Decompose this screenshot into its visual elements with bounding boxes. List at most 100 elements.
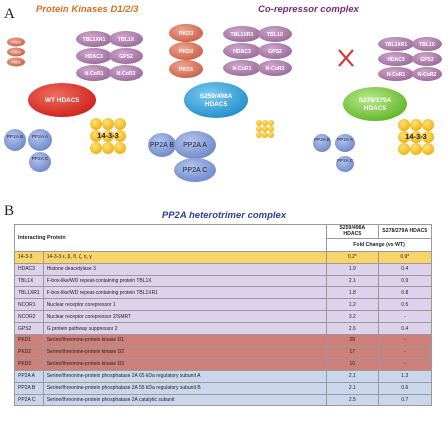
s278-hdac5-node — [343, 87, 407, 121]
svg-text:TBL1XR1: TBL1XR1 — [230, 32, 253, 38]
svg-text:S259/498A: S259/498A — [200, 93, 233, 100]
s259-complex: PKD3 PKD2 PKD1 TBL1XR1 TBL1X HDAC3 GPS2 … — [148, 24, 292, 182]
row-id-cell: NCOR1 — [14, 298, 44, 312]
row-name-cell: 14-3-3 ε, β, θ, ζ, η, γ — [42, 250, 328, 264]
row-s259-value: 2.6 — [326, 322, 379, 336]
pkd-stack-small: PKD3 PKD2 PKD1 — [7, 37, 25, 67]
protein-kinases-title: Protein Kinases D1/2/3 — [36, 4, 139, 15]
row-id-cell: 14-3-3 — [14, 250, 44, 264]
svg-text:PP2A A: PP2A A — [183, 142, 207, 149]
fold-change-header: Fold Change (vs WT) — [326, 237, 432, 252]
interaction-table: Interacting Protein S259/498A HDAC5 S278… — [13, 224, 433, 407]
corepressor-cluster: TBL1XR1 TBL1X HDAC3 GPS2 N-CoR1 N-CoR2 — [223, 26, 292, 76]
svg-text:14-3-3: 14-3-3 — [405, 132, 427, 141]
row-s278-value: 0.4 — [377, 262, 433, 276]
row-s259-value: 2.1 — [326, 274, 379, 288]
svg-text:TBL1X: TBL1X — [118, 37, 135, 43]
row-s259-value: 1.9 — [326, 262, 379, 276]
adapter-14-3-3-small — [256, 120, 274, 138]
svg-text:HDAC5: HDAC5 — [205, 101, 228, 108]
row-id-cell: TBL1X — [14, 274, 44, 288]
pp2a-heterotrimer: PP2A B PP2A A PP2A C — [313, 134, 355, 172]
row-name-cell: Serine/threonine-protein kinase D3 — [42, 357, 328, 371]
panel-a-letter: A — [4, 6, 15, 22]
s259-hdac5-node — [184, 82, 248, 118]
row-s259-value: 3.2 — [326, 310, 379, 324]
pkd3-label: PKD3 — [11, 41, 20, 45]
row-s278-value: 0.8 — [377, 286, 433, 300]
row-s259-value: 0.2* — [326, 250, 379, 264]
wt-complex: PKD3 PKD2 PKD1 TBL1XR1 TBL1X HDAC3 GPS2 … — [4, 31, 143, 172]
row-name-cell: Serine/threonine-protein kinase D2 — [42, 345, 328, 359]
svg-text:PKD1: PKD1 — [179, 67, 194, 73]
row-s259-value: 28 — [326, 334, 379, 347]
fold-change-row: Fold Change (vs WT) — [15, 237, 432, 252]
corepressor-cluster: TBL1XR1 TBL1X HDAC3 GPS2 N-CoR1 N-CoR2 — [378, 37, 442, 81]
wt-hdac5-label: WT HDAC5 — [45, 97, 80, 104]
row-s278-value: 0.9* — [377, 250, 433, 264]
pkd-stack: PKD3 PKD2 PKD1 — [169, 24, 203, 78]
svg-text:N-CoR2: N-CoR2 — [418, 72, 437, 78]
row-id-cell: GPS2 — [14, 322, 44, 336]
complex-diagram: PKD3 PKD2 PKD1 TBL1XR1 TBL1X HDAC3 GPS2 … — [4, 24, 442, 182]
pkd1-label: PKD1 — [11, 61, 20, 65]
adapter-label: 14-3-3 — [97, 131, 119, 140]
row-s259-value: 1.2 — [326, 298, 379, 312]
svg-text:PP2A C: PP2A C — [337, 158, 354, 163]
svg-text:PKD2: PKD2 — [179, 49, 194, 55]
row-id-cell: PKD1 — [14, 334, 44, 347]
row-id-cell: TBL1XR1 — [14, 286, 44, 300]
svg-text:GPS2: GPS2 — [268, 49, 282, 55]
svg-text:HDAC5: HDAC5 — [364, 105, 387, 112]
pp2a-heterotrimer-title: PP2A heterotrimer complex — [161, 210, 287, 221]
pkd-blocked-cross — [338, 49, 354, 67]
svg-text:PP2A A: PP2A A — [337, 137, 354, 142]
row-name-cell: Serine/threonine-protein phosphatase 2A … — [42, 381, 328, 395]
svg-text:HDAC3: HDAC3 — [85, 54, 103, 60]
svg-text:PP2A B: PP2A B — [314, 137, 330, 142]
row-s278-value: 0.6 — [377, 381, 433, 395]
row-id-cell: NCOR2 — [14, 310, 44, 324]
row-id-cell: PKD2 — [14, 345, 44, 359]
row-s278-value: 0.5 — [377, 298, 433, 312]
svg-text:TBL1X: TBL1X — [419, 42, 436, 48]
row-s259-value: 2.1 — [326, 381, 379, 395]
row-s259-value: 1.8 — [326, 286, 379, 300]
adapter-14-3-3: 14-3-3 — [398, 119, 434, 155]
row-name-cell: Serine/threonine-protein kinase D1 — [42, 334, 328, 347]
svg-text:PP2A C: PP2A C — [183, 167, 208, 174]
row-s278-value: 0.9 — [377, 274, 433, 288]
row-id-cell: PP2A A — [14, 369, 44, 383]
svg-text:HDAC3: HDAC3 — [233, 49, 251, 55]
svg-text:PKD3: PKD3 — [179, 31, 194, 37]
s259-column-header: S259/498A HDAC5 — [326, 224, 379, 239]
row-s259-value: 2.1 — [326, 369, 379, 383]
svg-text:HDAC3: HDAC3 — [387, 57, 404, 63]
row-s278-value: - — [377, 345, 433, 359]
row-id-cell: HDAC3 — [14, 262, 44, 276]
row-id-cell: PP2A C — [14, 393, 44, 407]
row-name-cell: Histone deacetylase 3 — [42, 262, 328, 276]
row-name-cell: Nuclear receptor corepressor 2/SMRT — [42, 310, 328, 324]
header-row: Interacting Protein S259/498A HDAC5 S278… — [13, 224, 433, 252]
row-s278-value: 0.7 — [377, 393, 433, 407]
row-s278-value: - — [377, 334, 433, 347]
row-id-cell: PKD3 — [14, 357, 44, 371]
pp2a-c-label: PP2A C — [32, 156, 49, 162]
wt-hdac5-node — [28, 83, 96, 117]
pp2a-heterotrimer: PP2A B PP2A A PP2A C — [4, 129, 52, 172]
row-name-cell: F-box-like/WD repeat-containing protein … — [42, 274, 328, 288]
adapter-14-3-3: 14-3-3 — [90, 118, 126, 154]
row-s259-value: 10 — [326, 357, 379, 371]
row-name-cell: Nuclear receptor corepressor 1 — [42, 298, 328, 312]
row-s259-value: 17 — [326, 345, 379, 359]
